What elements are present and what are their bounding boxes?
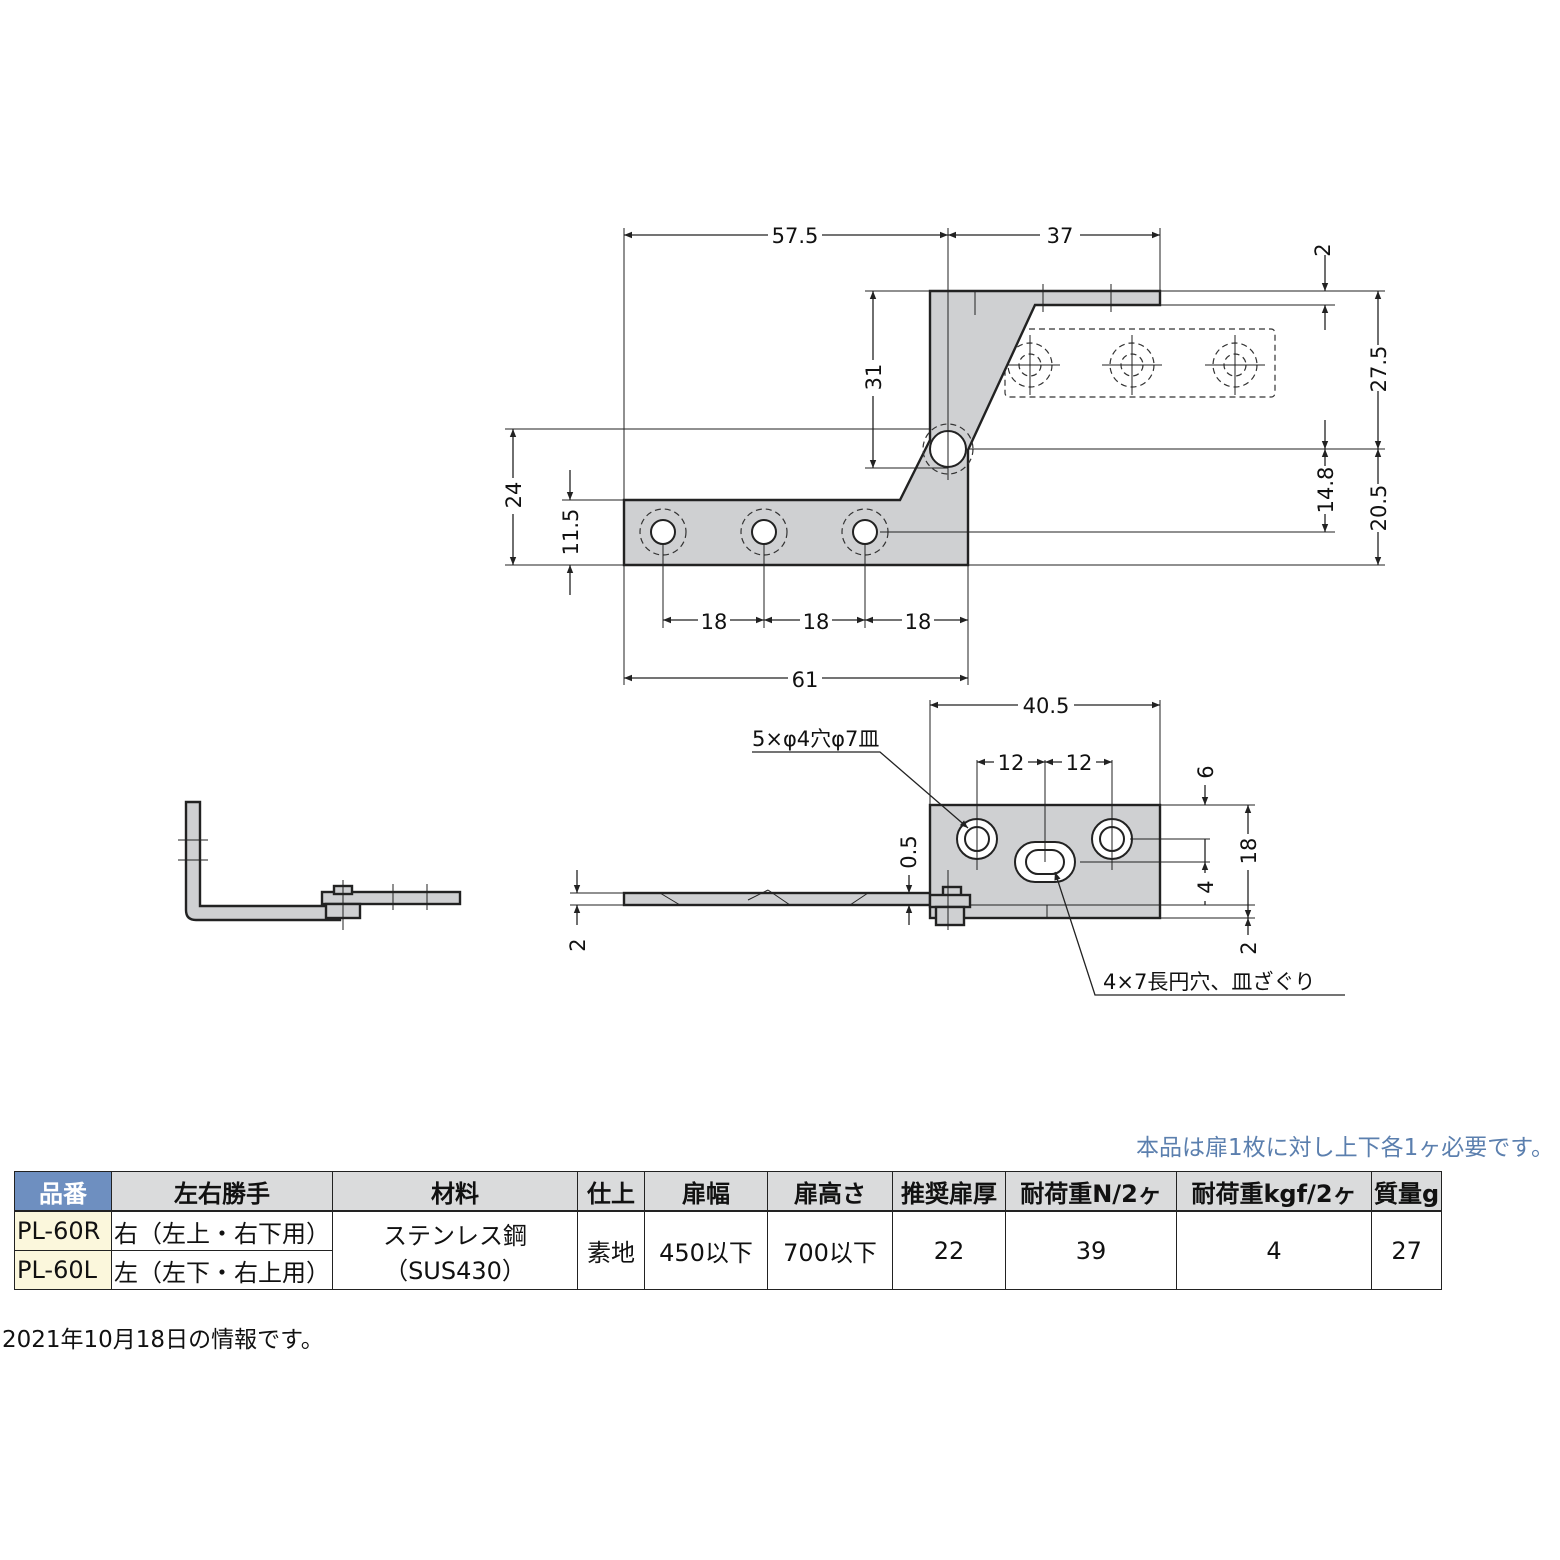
dim-2-bottom: 2 bbox=[1237, 941, 1261, 954]
header-material: 材料 bbox=[332, 1171, 578, 1212]
header-hand: 左右勝手 bbox=[111, 1171, 333, 1212]
table-row: PL-60L 左（左下・右上用） bbox=[14, 1250, 1442, 1290]
part-number-r: PL-60R bbox=[14, 1210, 112, 1251]
dim-20-5: 20.5 bbox=[1367, 485, 1391, 532]
load-kgf-cell: 4 bbox=[1176, 1210, 1372, 1290]
slot-leader bbox=[1054, 871, 1345, 996]
door-width-cell: 450以下 bbox=[644, 1210, 768, 1290]
dim-57-5: 57.5 bbox=[772, 224, 819, 248]
side-leaf bbox=[320, 890, 462, 906]
header-finish: 仕上 bbox=[577, 1171, 645, 1212]
technical-drawing: 57.5 37 2 27.5 31 24 11.5 14.8 20.5 18 1… bbox=[178, 222, 1391, 996]
header-load-n: 耐荷重N/2ヶ bbox=[1005, 1171, 1177, 1212]
holes-callout: 5×φ4穴φ7皿 bbox=[752, 727, 879, 751]
swung-leaf-holes bbox=[1000, 335, 1265, 395]
finish-cell: 素地 bbox=[577, 1210, 645, 1290]
dim-11-5: 11.5 bbox=[559, 509, 583, 556]
header-door-thickness: 推奨扉厚 bbox=[892, 1171, 1006, 1212]
header-load-kgf: 耐荷重kgf/2ヶ bbox=[1176, 1171, 1372, 1212]
left-side-view bbox=[178, 800, 462, 930]
dim-24: 24 bbox=[502, 482, 526, 509]
hand-r: 右（左上・右下用） bbox=[111, 1210, 333, 1251]
load-n-cell: 39 bbox=[1005, 1210, 1177, 1290]
dim-40-5: 40.5 bbox=[1023, 694, 1070, 718]
dim-18-right: 18 bbox=[1237, 838, 1261, 865]
front-view-dimension-labels: 40.5 12 12 6 18 4 2 2 0.5 5×φ4穴φ7皿 4×7長円… bbox=[566, 692, 1315, 994]
info-date: 2021年10月18日の情報です。 bbox=[2, 1327, 324, 1353]
dim-18-b: 18 bbox=[803, 610, 830, 634]
header-door-width: 扉幅 bbox=[644, 1171, 768, 1212]
dim-18-a: 18 bbox=[701, 610, 728, 634]
front-leaf bbox=[622, 891, 948, 907]
door-height-cell: 700以下 bbox=[767, 1210, 893, 1290]
header-part-number: 品番 bbox=[14, 1171, 112, 1212]
top-view-dimension-labels: 57.5 37 2 27.5 31 24 11.5 14.8 20.5 18 1… bbox=[500, 222, 1391, 692]
material-cell: ステンレス鋼 （SUS430） bbox=[332, 1210, 578, 1290]
leaf-holes bbox=[639, 508, 889, 556]
dim-18-c: 18 bbox=[905, 610, 932, 634]
header-door-height: 扉高さ bbox=[767, 1171, 893, 1212]
usage-note: 本品は扉1枚に対し上下各1ヶ必要です。 bbox=[1136, 1135, 1554, 1161]
dim-12-b: 12 bbox=[1066, 751, 1093, 775]
dim-27-5: 27.5 bbox=[1367, 346, 1391, 393]
dim-6: 6 bbox=[1194, 765, 1218, 778]
table-row: PL-60R 右（左上・右下用） ステンレス鋼 （SUS430） 素地 450以… bbox=[14, 1210, 1443, 1290]
mass-cell: 27 bbox=[1370, 1210, 1443, 1290]
dim-2-top: 2 bbox=[1311, 243, 1335, 256]
dim-14-8: 14.8 bbox=[1314, 467, 1338, 514]
top-view: 57.5 37 2 27.5 31 24 11.5 14.8 20.5 18 1… bbox=[500, 222, 1391, 692]
hand-l: 左（左下・右上用） bbox=[111, 1250, 333, 1290]
header-mass: 質量g bbox=[1370, 1171, 1443, 1212]
part-number-l: PL-60L bbox=[14, 1250, 112, 1290]
slot-callout: 4×7長円穴、皿ざぐり bbox=[1103, 970, 1315, 994]
dim-0-5: 0.5 bbox=[897, 835, 921, 868]
dim-4: 4 bbox=[1194, 880, 1218, 893]
holes-leader bbox=[752, 751, 969, 829]
side-bracket bbox=[184, 800, 342, 922]
spec-table: 品番 左右勝手 材料 仕上 扉幅 扉高さ 推奨扉厚 耐荷重N/2ヶ 耐荷重kgf… bbox=[14, 1171, 1443, 1290]
material-line2: （SUS430） bbox=[384, 1256, 526, 1285]
hinge-body bbox=[622, 289, 1162, 567]
dim-31: 31 bbox=[862, 364, 886, 391]
front-view: 40.5 12 12 6 18 4 2 2 0.5 5×φ4穴φ7皿 4×7長円… bbox=[566, 692, 1345, 996]
dim-61: 61 bbox=[792, 668, 819, 692]
door-thickness-cell: 22 bbox=[892, 1210, 1006, 1290]
dim-12-a: 12 bbox=[998, 751, 1025, 775]
dim-2-side: 2 bbox=[566, 938, 590, 951]
material-line1: ステンレス鋼 bbox=[383, 1221, 527, 1250]
dim-37: 37 bbox=[1047, 224, 1074, 248]
